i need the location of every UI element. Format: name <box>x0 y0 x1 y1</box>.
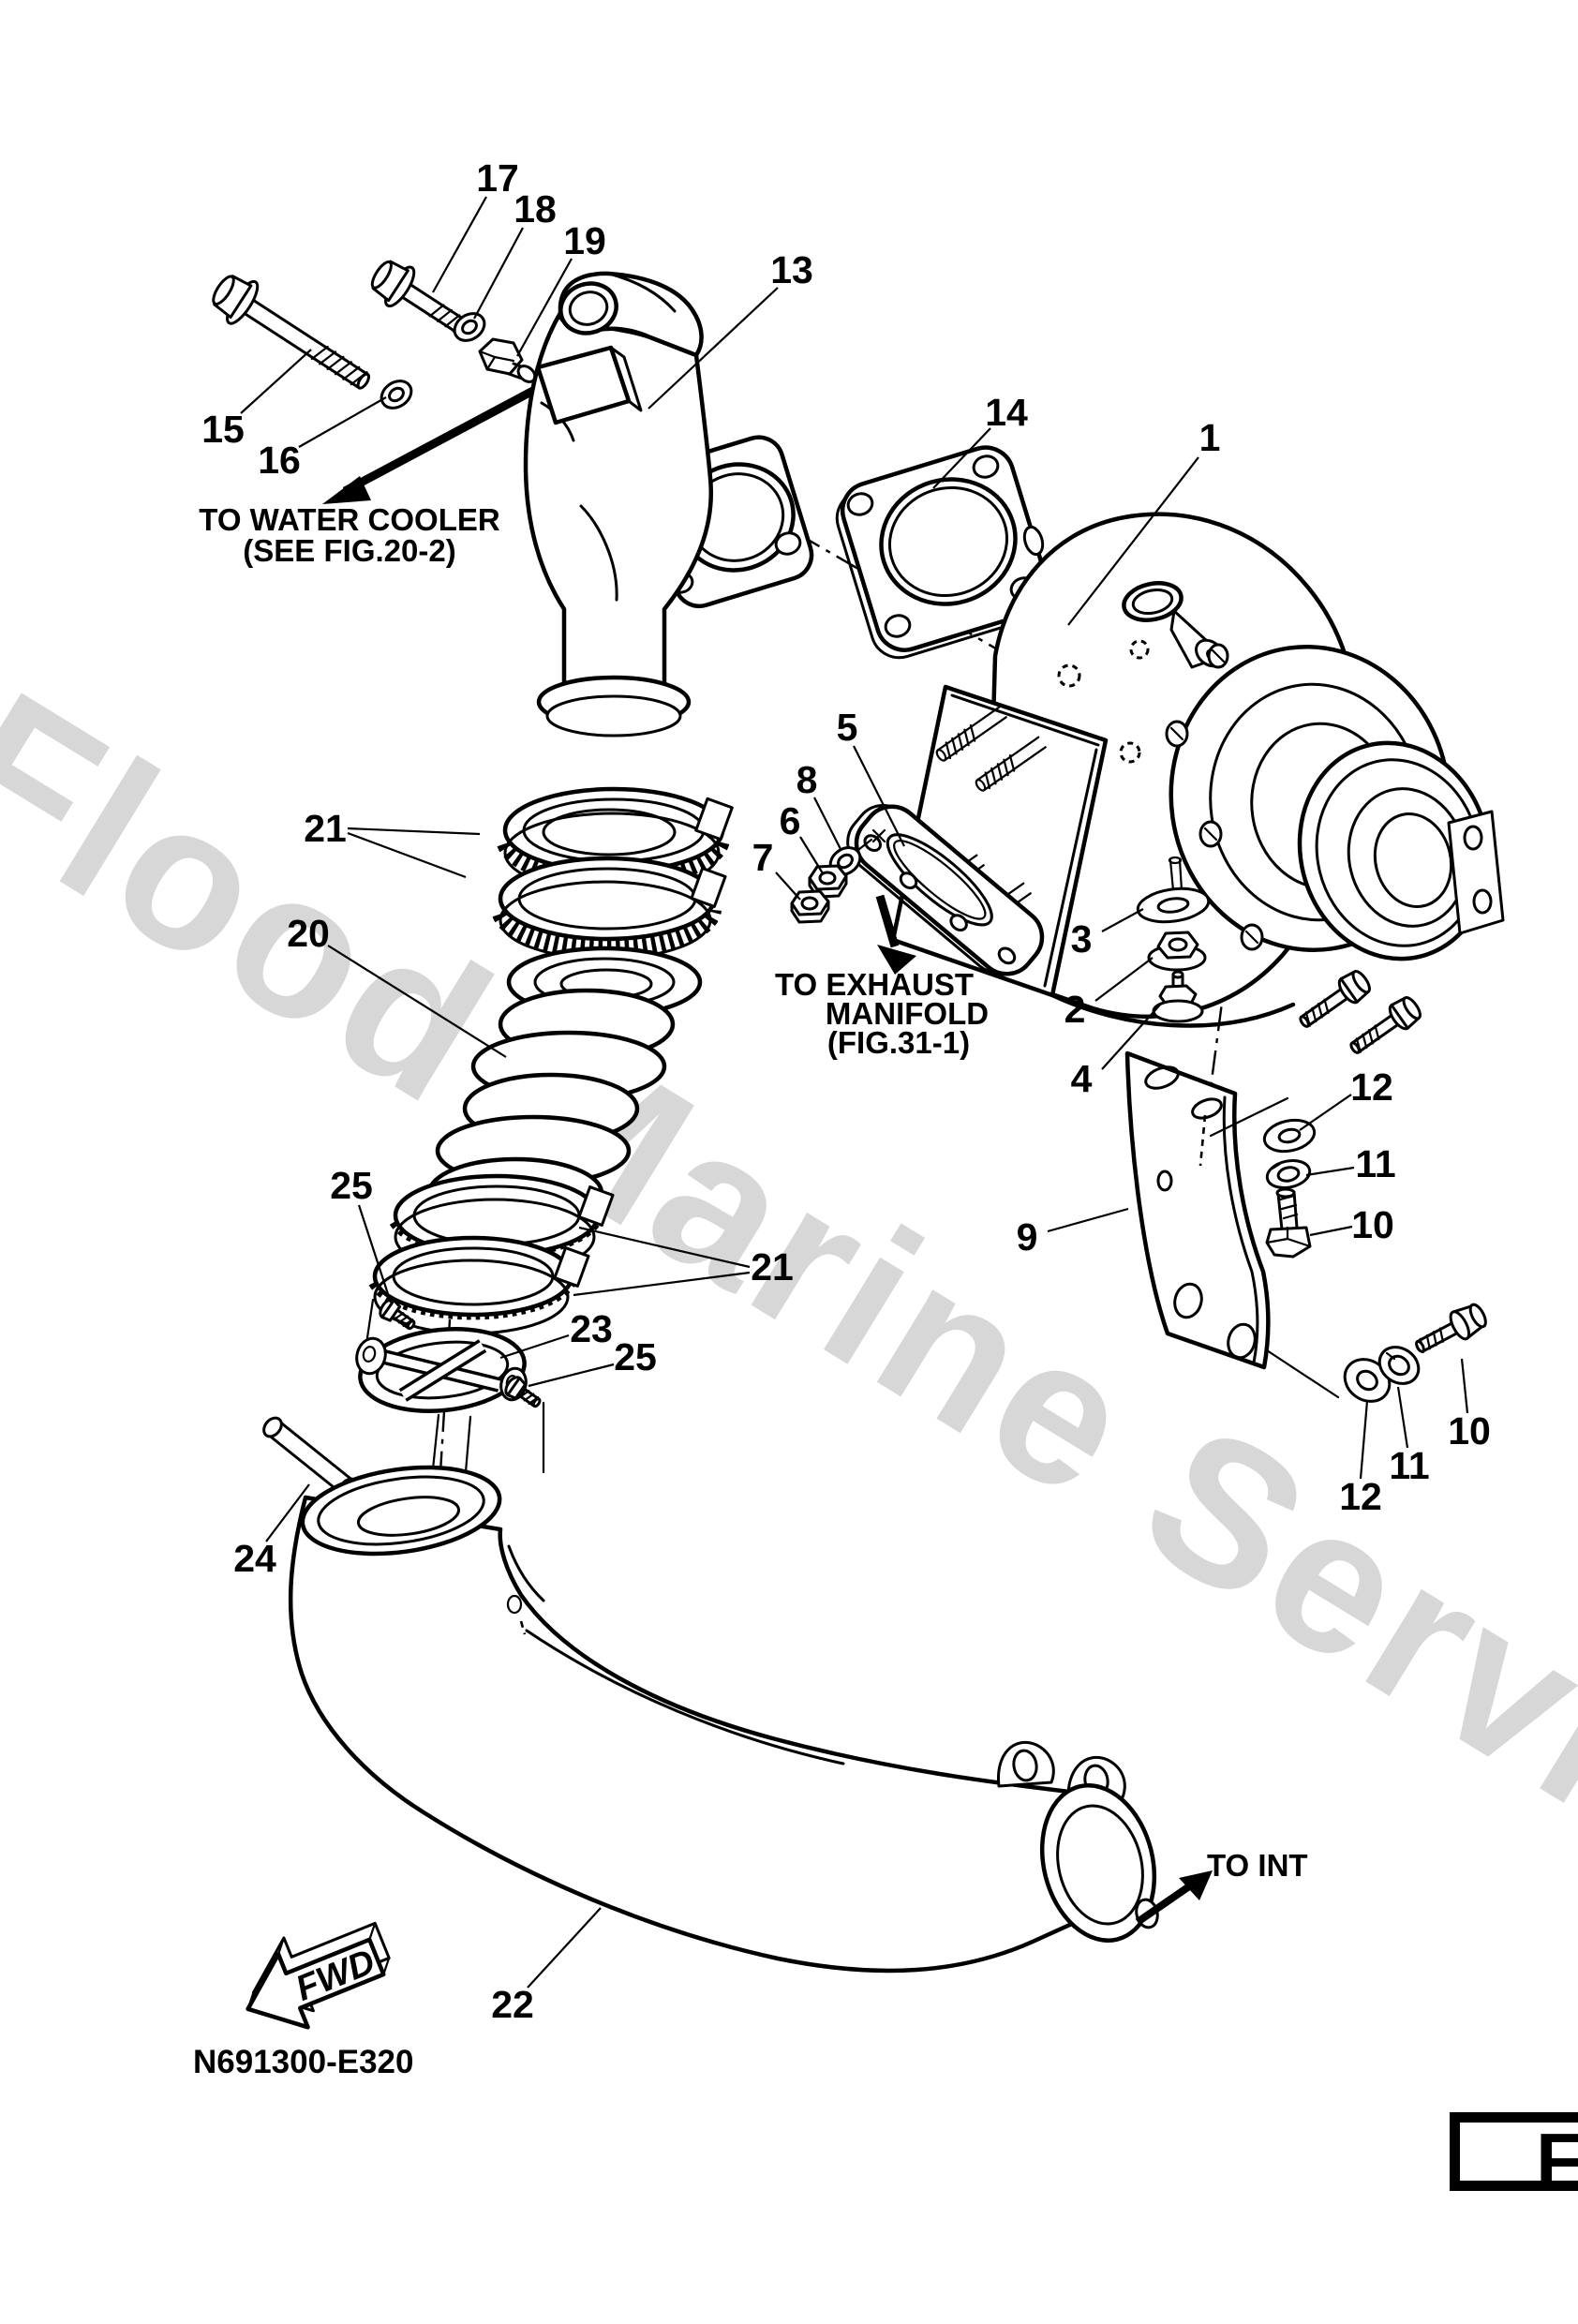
callout-10: 10 <box>1448 1409 1491 1452</box>
callout-10: 10 <box>1351 1203 1394 1246</box>
callout-25: 25 <box>614 1335 657 1378</box>
callout-21: 21 <box>304 807 347 850</box>
exhaust-pipe-22 <box>288 1465 1159 1974</box>
leader-line-12 <box>1359 1400 1369 1480</box>
to-exhaust-label-2: MANIFOLD <box>826 996 989 1031</box>
callout-6: 6 <box>780 799 801 842</box>
washer-18 <box>453 312 486 342</box>
leader-line-2 <box>1094 957 1154 1002</box>
elbow-fitting-13 <box>523 271 814 737</box>
callout-18: 18 <box>514 187 557 231</box>
leader-line-3 <box>1101 908 1144 932</box>
callout-25: 25 <box>330 1164 373 1207</box>
callout-4: 4 <box>1071 1057 1093 1100</box>
callout-20: 20 <box>287 912 330 955</box>
leader-line-23 <box>499 1333 570 1360</box>
leader-line-18 <box>473 227 524 320</box>
callout-19: 19 <box>563 219 606 262</box>
leader-line-9 <box>1047 1207 1129 1233</box>
leader-line-21 <box>578 1226 751 1269</box>
leader-line-22 <box>527 1907 602 1989</box>
callout-22: 22 <box>491 1983 534 2026</box>
leader-line-20 <box>327 945 507 1058</box>
clamp-plate-23-group <box>355 1295 546 1507</box>
washer-3 <box>1136 886 1211 924</box>
leader-line-12 <box>1299 1094 1352 1131</box>
stud-2-3 <box>1168 856 1184 892</box>
callout-15: 15 <box>201 408 245 451</box>
leader-line-11 <box>1396 1386 1409 1449</box>
callout-13: 13 <box>770 248 813 291</box>
leader-line-6 <box>799 836 824 874</box>
bolt-15 <box>212 275 371 390</box>
callout-14: 14 <box>985 391 1028 434</box>
leader-line-21 <box>573 1271 751 1297</box>
callout-23: 23 <box>570 1307 613 1350</box>
leader-line-21 <box>347 827 481 836</box>
leader-lines <box>240 196 1469 1989</box>
callout-17: 17 <box>476 156 519 200</box>
drawing-code: N691300-E320 <box>193 2044 413 2080</box>
to-int-arrow <box>1135 1870 1213 1926</box>
callout-12: 12 <box>1350 1065 1393 1109</box>
gasket-5 <box>846 803 1045 976</box>
fasteners-12-11-10-lower <box>1265 1303 1487 1403</box>
bolt-19 <box>478 337 537 383</box>
callout-11: 11 <box>1389 1444 1429 1487</box>
callout-11: 11 <box>1355 1142 1395 1185</box>
washer-16 <box>380 380 413 410</box>
nut-6 <box>808 864 848 899</box>
callout-1: 1 <box>1199 416 1221 459</box>
leader-line-7 <box>775 872 801 901</box>
leader-line-4 <box>1101 1002 1163 1070</box>
leader-line-13 <box>648 287 779 410</box>
exhaust-manifold-arrow <box>875 894 916 975</box>
hose-clamp-21-top <box>497 786 734 894</box>
leader-line-15 <box>240 349 312 414</box>
leader-line-19 <box>516 258 573 357</box>
callout-8: 8 <box>796 758 818 801</box>
figure-number-label: F <box>1536 2118 1578 2201</box>
figure-number-box: F <box>1450 2112 1578 2201</box>
callout-3: 3 <box>1071 917 1093 961</box>
nut-2 <box>1147 931 1207 972</box>
leader-line-25 <box>357 1204 393 1304</box>
leader-line-10 <box>1460 1358 1469 1414</box>
leader-line-11 <box>1305 1166 1355 1177</box>
to-water-cooler-label-1: TO WATER COOLER <box>199 502 500 537</box>
to-exhaust-label-3: (FIG.31-1) <box>827 1025 970 1060</box>
leader-line-16 <box>298 396 387 448</box>
leader-line-8 <box>813 797 841 850</box>
callout-7: 7 <box>752 836 774 879</box>
leader-line-10 <box>1309 1225 1353 1237</box>
to-exhaust-label-1: TO EXHAUST <box>775 967 974 1002</box>
leader-line-21 <box>347 831 467 879</box>
leader-line-17 <box>432 196 487 293</box>
hose-clamp-21-bottom2 <box>368 1235 590 1335</box>
nut-7 <box>790 889 830 924</box>
callout-5: 5 <box>837 706 858 749</box>
bracket-9 <box>1124 1050 1271 1370</box>
to-water-cooler-label-2: (SEE FIG.20-2) <box>243 533 455 568</box>
leader-line-14 <box>932 427 991 489</box>
leader-line-25 <box>528 1363 615 1388</box>
callout-21: 21 <box>751 1245 794 1289</box>
callout-9: 9 <box>1017 1215 1038 1259</box>
callout-12: 12 <box>1339 1475 1382 1518</box>
callout-24: 24 <box>233 1537 276 1580</box>
to-int-label: TO INT <box>1207 1848 1308 1883</box>
leader-line-5 <box>853 745 905 847</box>
fwd-arrow: FWD <box>246 1921 391 2030</box>
callout-16: 16 <box>258 439 301 482</box>
leader-line-24 <box>265 1483 310 1542</box>
hose-clamp-21-top2 <box>492 856 727 961</box>
leader-line-1 <box>1067 456 1199 626</box>
callout-2: 2 <box>1064 988 1086 1031</box>
